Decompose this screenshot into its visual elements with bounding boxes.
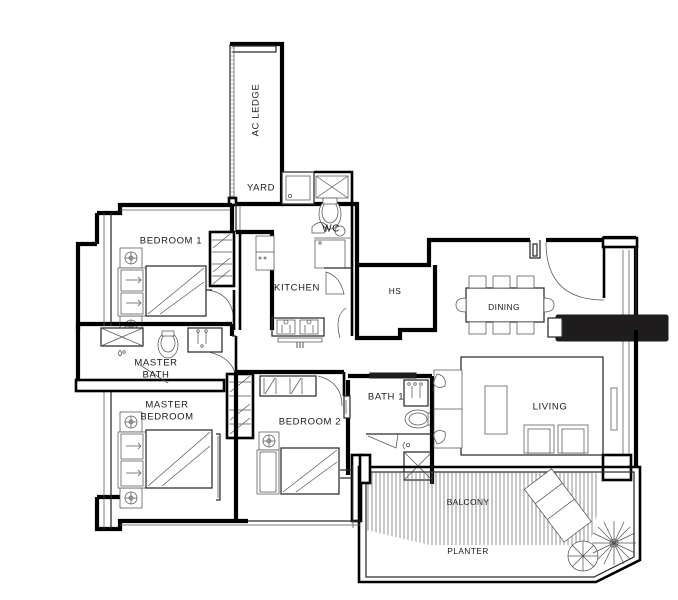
kitchen-area: ‖‖‖ bbox=[236, 229, 354, 350]
balcony-plant-round bbox=[567, 540, 599, 572]
label-bedroom-2: BEDROOM 2 bbox=[279, 417, 341, 428]
balcony-lounger bbox=[523, 468, 592, 543]
dimension-mark: ‖‖‖ bbox=[295, 343, 304, 350]
label-master-bath-line2: BATH bbox=[142, 370, 169, 381]
label-dining: DINING bbox=[488, 302, 520, 312]
entry-door-group bbox=[529, 236, 639, 470]
balcony-decking bbox=[367, 472, 597, 545]
label-hs: HS bbox=[389, 286, 401, 296]
dining-area bbox=[455, 275, 555, 335]
wc-area bbox=[311, 170, 354, 269]
label-balcony: BALCONY bbox=[447, 497, 490, 507]
balcony-plant-spiky bbox=[592, 521, 636, 565]
bedroom-1-area bbox=[117, 205, 236, 337]
label-master-bedroom-line1: MASTER bbox=[145, 400, 188, 411]
ac-ledge-area bbox=[227, 41, 285, 207]
label-master-bedroom-line2: BEDROOM bbox=[140, 412, 193, 423]
label-bedroom-1: BEDROOM 1 bbox=[140, 236, 202, 247]
label-ac-ledge: AC LEDGE bbox=[251, 84, 262, 137]
bedroom-2-area bbox=[233, 369, 363, 523]
master-bath-area bbox=[74, 321, 238, 393]
label-bath-1: BATH 1 bbox=[368, 392, 404, 403]
living-sofa bbox=[432, 369, 463, 449]
tv-console-highlight bbox=[547, 314, 669, 342]
living-area bbox=[432, 314, 669, 482]
label-wc: WC bbox=[322, 224, 340, 235]
hs-area bbox=[354, 265, 438, 341]
label-yard: YARD bbox=[247, 183, 275, 194]
balcony-area bbox=[248, 453, 642, 584]
label-planter: PLANTER bbox=[447, 546, 488, 556]
room-labels: AC LEDGE YARD WC KITCHEN HS DINING BEDRO… bbox=[134, 84, 568, 557]
living-armchairs bbox=[523, 424, 589, 454]
label-kitchen: KITCHEN bbox=[274, 283, 320, 294]
yard-area bbox=[235, 171, 315, 232]
living-coffee-table bbox=[484, 385, 508, 435]
master-bedroom-area bbox=[117, 372, 255, 509]
label-living: LIVING bbox=[533, 402, 568, 413]
label-master-bath-line1: MASTER bbox=[134, 358, 177, 369]
